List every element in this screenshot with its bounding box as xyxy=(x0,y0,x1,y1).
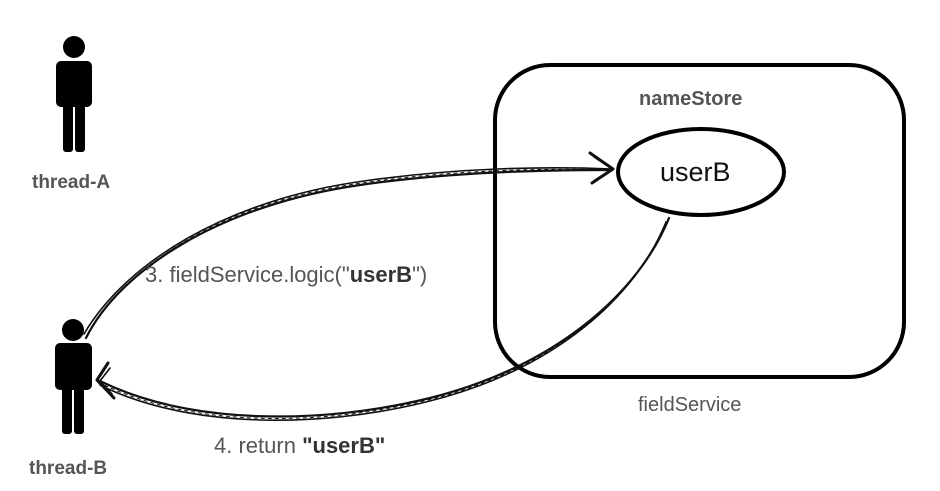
thread-a-label: thread-A xyxy=(32,172,111,193)
return-step: 4. xyxy=(214,433,233,458)
call-prefix: fieldService.logic(" xyxy=(169,262,350,287)
call-step: 3. xyxy=(145,262,164,287)
name-store-ellipse xyxy=(616,127,786,217)
return-value: "userB" xyxy=(302,433,386,458)
name-store-title: nameStore xyxy=(639,88,743,110)
return-arrow xyxy=(95,216,671,421)
thread-a-person-icon xyxy=(56,36,92,152)
thread-b-label: thread-B xyxy=(29,458,108,479)
return-message: 4. return "userB" xyxy=(214,433,385,459)
return-prefix: return xyxy=(238,433,303,458)
call-message: 3. fieldService.logic("userB") xyxy=(145,262,427,288)
thread-b-person-icon xyxy=(55,319,92,434)
call-arrow xyxy=(83,151,615,340)
call-arg: userB xyxy=(349,262,413,287)
field-service-label: fieldService xyxy=(638,394,742,416)
field-service-box xyxy=(493,63,906,379)
call-suffix: ") xyxy=(412,262,428,287)
stored-value-text: userB xyxy=(660,157,731,187)
